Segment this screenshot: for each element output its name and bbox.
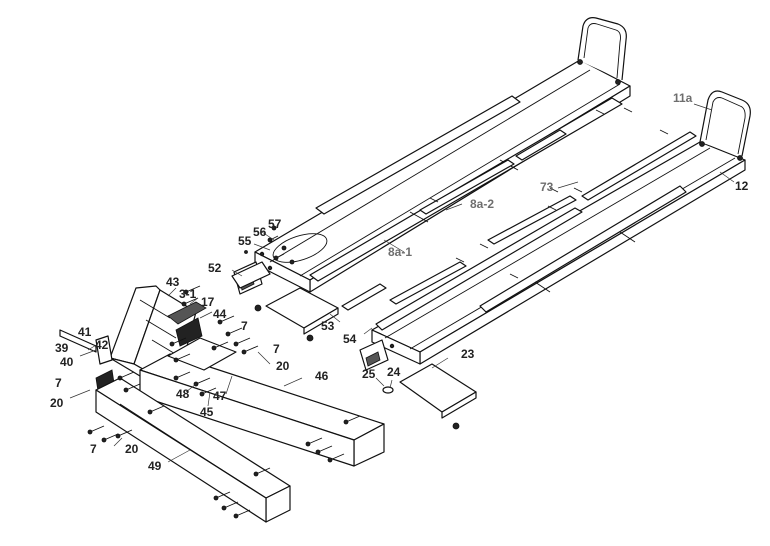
label-52: 52: [208, 261, 222, 275]
label-45: 45: [200, 405, 214, 419]
label-7-d: 7: [90, 442, 97, 456]
label-43: 43: [166, 275, 180, 289]
bolts: [87, 107, 669, 519]
label-44: 44: [213, 307, 227, 321]
label-20-a: 20: [276, 359, 290, 373]
label-54: 54: [343, 332, 357, 346]
label-23: 23: [461, 347, 475, 361]
label-7-b: 7: [273, 342, 280, 356]
label-73: 73: [540, 180, 554, 194]
label-41: 41: [78, 325, 92, 339]
label-47: 47: [213, 389, 227, 403]
label-7-c: 7: [55, 376, 62, 390]
label-11a: 11a: [673, 91, 693, 105]
slide-strips: [341, 261, 467, 311]
label-56: 56: [253, 225, 267, 239]
label-46: 46: [315, 369, 329, 383]
label-8a-2: 8a-2: [470, 197, 494, 211]
label-40: 40: [60, 355, 74, 369]
leader-lines: [69, 103, 735, 463]
label-24: 24: [387, 365, 401, 379]
label-20-c: 20: [125, 442, 139, 456]
base-frame: [95, 337, 385, 523]
label-8a-1: 8a-1: [388, 245, 412, 259]
ramp-plate-53: [254, 287, 339, 342]
label-25: 25: [362, 367, 376, 381]
label-3-1: 3-1: [179, 287, 197, 301]
label-7-a: 7: [241, 319, 248, 333]
lower-runway: [359, 90, 751, 371]
upper-runway: [233, 17, 631, 295]
label-53: 53: [321, 319, 335, 333]
label-57: 57: [268, 217, 282, 231]
label-17: 17: [201, 295, 215, 309]
small-plate-52: [231, 261, 271, 289]
label-39: 39: [55, 341, 69, 355]
label-12: 12: [735, 179, 749, 193]
ramp-plate-23: [382, 363, 477, 430]
label-20-b: 20: [50, 396, 64, 410]
callout-labels: 11a 12 73 8a-2 8a-1 57 56 55 52 53 54 23…: [50, 91, 749, 473]
label-42: 42: [95, 338, 109, 352]
label-49: 49: [148, 459, 162, 473]
label-55: 55: [238, 234, 252, 248]
label-48: 48: [176, 387, 190, 401]
